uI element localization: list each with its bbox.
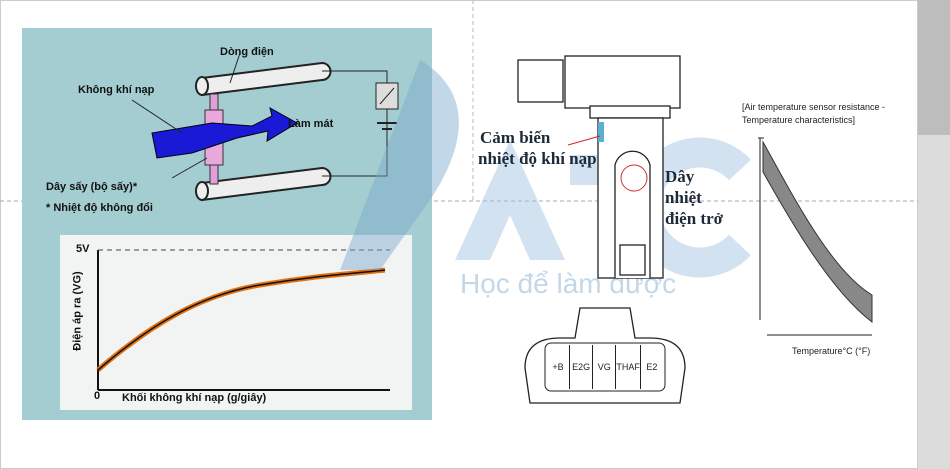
- pin-label: THAF: [616, 345, 641, 389]
- sensor-label-line1: Cảm biến: [480, 128, 551, 147]
- label-current: Dòng điện: [220, 46, 274, 58]
- label-heater-wire: Dây sấy (bộ sấy)*: [46, 181, 138, 193]
- resistance-chart-title-2: Temperature characteristics]: [742, 115, 856, 125]
- y-max-label: 5V: [76, 243, 90, 255]
- label-intake-air: Không khí nạp: [78, 84, 155, 96]
- resistance-chart: [Air temperature sensor resistance - Tem…: [740, 100, 900, 365]
- connector: +B E2G VG THAF E2: [520, 298, 690, 408]
- resistance-chart-title-1: [Air temperature sensor resistance -: [742, 102, 886, 112]
- resistance-chart-x-label: Temperature°C (°F): [792, 346, 871, 356]
- hot-wire-label: Dây nhiệt điện trở: [665, 166, 723, 229]
- pin-label: VG: [593, 345, 617, 389]
- sensor-label-line2: nhiệt độ khí nạp: [478, 149, 597, 168]
- hot-wire-line2: nhiệt: [665, 188, 702, 207]
- origin-label: 0: [94, 390, 101, 402]
- y-axis-label: Điện áp ra (VG): [71, 271, 84, 351]
- label-constant-temp-note: * Nhiệt độ không đổi: [46, 202, 153, 214]
- intake-temp-sensor-label: Cảm biến nhiệt độ khí nạp: [478, 127, 597, 169]
- pin-label: E2G: [570, 345, 594, 389]
- label-cooling: Làm mát: [288, 118, 334, 130]
- hot-wire-illustration: [131, 52, 399, 202]
- resistance-band: [762, 140, 873, 324]
- hot-wire-line3: điện trở: [665, 209, 724, 228]
- pin-label: +B: [547, 345, 571, 389]
- x-axis-label: Khối không khí nạp (g/giây): [122, 392, 267, 404]
- hot-wire-line1: Dây: [665, 167, 695, 186]
- pin-label: E2: [646, 362, 658, 372]
- output-voltage-graph: 5V Điện áp ra (VG) 0 Khối không khí nạp …: [60, 235, 412, 410]
- maf-sensor-drawing: [517, 55, 681, 279]
- guide-lines: [0, 0, 918, 202]
- scrollbar-thumb[interactable]: [918, 0, 950, 135]
